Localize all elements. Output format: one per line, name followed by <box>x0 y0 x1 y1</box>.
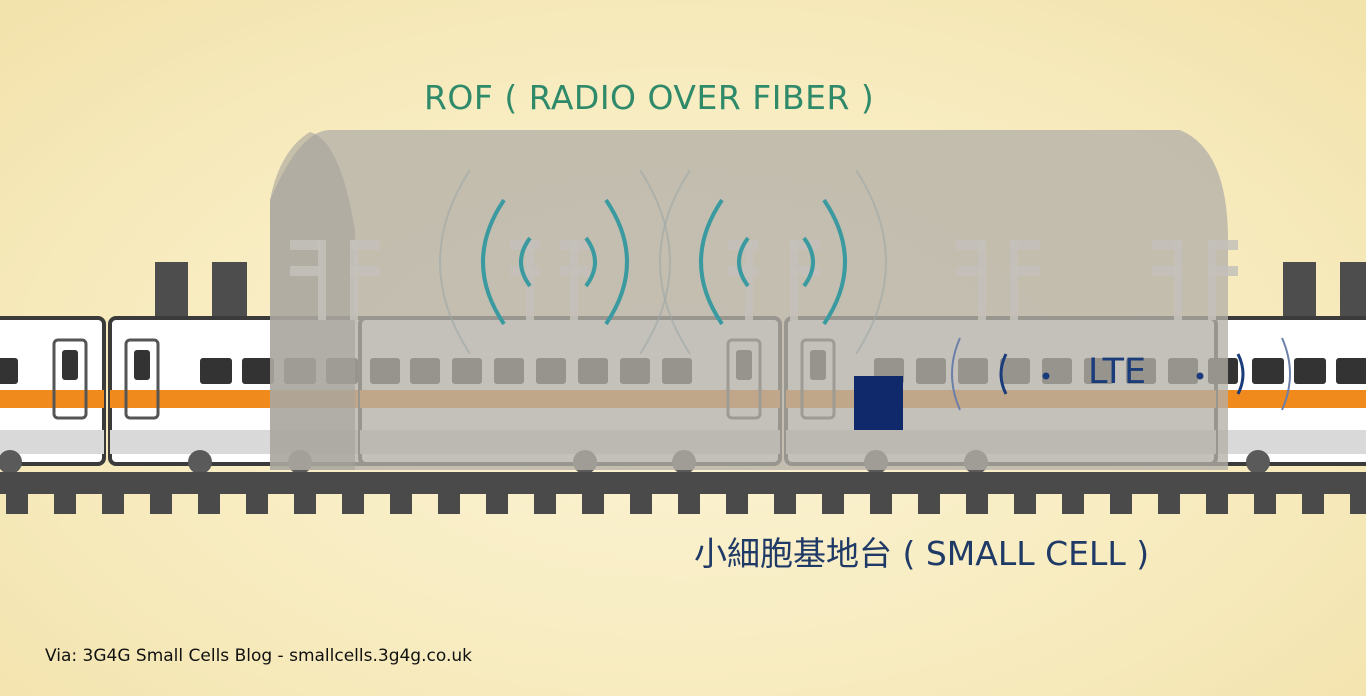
track-sleeper <box>678 494 700 514</box>
radio-wave-icon <box>855 169 887 355</box>
track-sleeper <box>630 494 652 514</box>
radio-wave-icon <box>659 169 691 355</box>
radio-wave-icon <box>519 236 532 288</box>
radio-wave-icon <box>822 198 847 326</box>
track-sleeper <box>198 494 220 514</box>
track-sleeper <box>486 494 508 514</box>
track-sleeper <box>534 494 556 514</box>
railway-track <box>0 472 1366 514</box>
radio-wave-icon <box>584 236 597 288</box>
radio-wave-icon <box>999 353 1008 395</box>
credit-text: Via: 3G4G Small Cells Blog - smallcells.… <box>45 646 472 666</box>
roof-blocks-left <box>155 262 247 320</box>
lte-label: LTE <box>1088 352 1147 392</box>
track-sleeper <box>342 494 364 514</box>
antenna-mast-icon <box>290 240 326 320</box>
antenna-mast-icon <box>1208 240 1238 320</box>
antenna-mast-icon <box>1010 240 1040 320</box>
antenna-masts <box>290 240 1238 320</box>
track-sleeper <box>1302 494 1324 514</box>
radio-wave-icon <box>802 236 815 288</box>
track-sleeper <box>1158 494 1180 514</box>
track-sleeper <box>966 494 988 514</box>
roof-blocks-right <box>1283 262 1366 320</box>
track-sleeper <box>6 494 28 514</box>
track-sleeper <box>822 494 844 514</box>
radio-wave-icon <box>1236 353 1245 395</box>
small-cell-box <box>854 376 903 430</box>
radio-wave-icon <box>639 169 671 355</box>
rof-label: ROF ( RADIO OVER FIBER ) <box>424 78 875 117</box>
antenna-mast-icon <box>790 240 820 320</box>
track-sleeper <box>1014 494 1036 514</box>
track-sleeper <box>774 494 796 514</box>
track-sleeper <box>438 494 460 514</box>
radio-wave-icon <box>951 337 961 411</box>
radio-waves-left <box>439 169 671 355</box>
antenna-mast-icon <box>1152 240 1182 320</box>
track-sleeper <box>1350 494 1366 514</box>
lte-waves <box>951 337 1291 411</box>
radio-wave-icon <box>481 198 506 326</box>
radio-wave-icon <box>604 198 629 326</box>
track-sleeper <box>390 494 412 514</box>
track-sleeper <box>246 494 268 514</box>
track-sleeper <box>870 494 892 514</box>
track-sleeper <box>1062 494 1084 514</box>
antenna-mast-icon <box>956 240 986 320</box>
radio-wave-icon <box>1281 337 1291 411</box>
track-sleeper <box>918 494 940 514</box>
track-sleeper <box>582 494 604 514</box>
radio-wave-icon <box>699 198 724 326</box>
track-sleeper <box>102 494 124 514</box>
track-sleeper <box>294 494 316 514</box>
radio-waves-right <box>659 169 887 355</box>
antenna-mast-icon <box>560 240 590 320</box>
track-sleeper <box>150 494 172 514</box>
track-sleeper <box>1110 494 1132 514</box>
track-sleeper <box>54 494 76 514</box>
radio-wave-icon <box>737 236 750 288</box>
track-sleeper <box>1206 494 1228 514</box>
small-cell-label: 小細胞基地台 ( SMALL CELL ) <box>694 534 1150 573</box>
track-sleeper <box>1254 494 1276 514</box>
antenna-mast-icon <box>350 240 380 320</box>
track-sleeper <box>726 494 748 514</box>
radio-wave-icon <box>439 169 471 355</box>
